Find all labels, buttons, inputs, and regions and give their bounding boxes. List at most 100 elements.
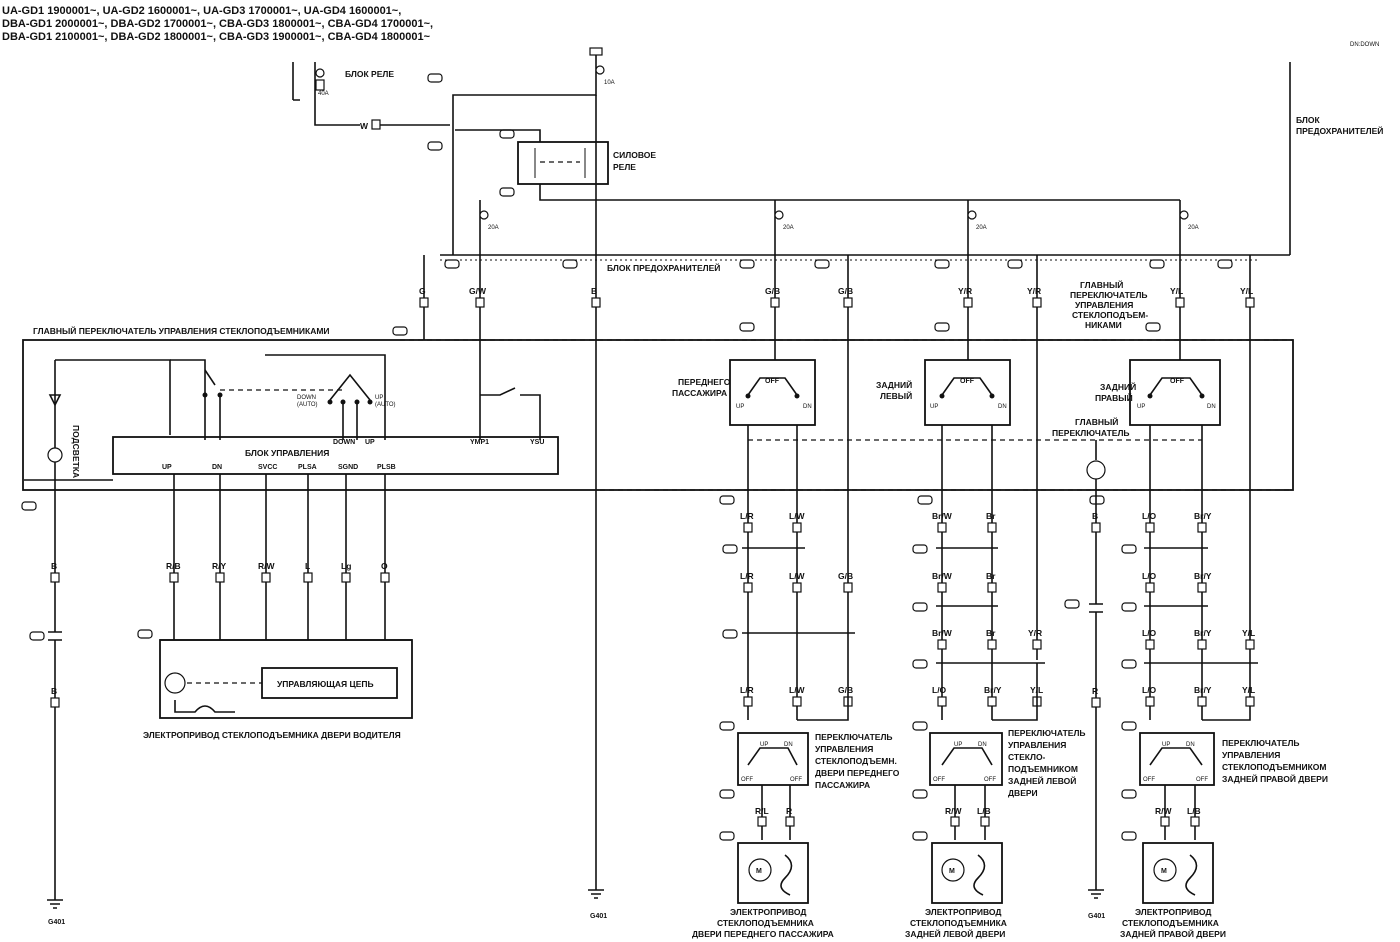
fuse-15-rating: 20A — [488, 225, 499, 231]
fuse-block-bus-label: БЛОК ПРЕДОХРАНИТЕЛЕЙ — [607, 262, 720, 273]
fp-sw-up: UP — [760, 742, 768, 748]
top-wire-labels: G G/W B G/B G/B Y/R Y/R Y/L Y/L — [419, 255, 1255, 890]
fp-b-1: L/R — [740, 571, 754, 581]
wire-top-7: Y/R — [1027, 286, 1041, 296]
main-sw-small-2: ПЕРЕКЛЮЧАТЕЛЬ — [1052, 428, 1130, 438]
fuse-18-rating: 20A — [976, 225, 987, 231]
ground-mid: G401 — [588, 889, 607, 920]
pin-plsa: PLSA — [298, 464, 317, 471]
rr-motor-label-3: ЗАДНЕЙ ПРАВОЙ ДВЕРИ — [1120, 928, 1226, 939]
rr-motor-m: M — [1161, 868, 1167, 875]
ground-driver: G401 — [48, 919, 65, 926]
fp-motor-label-2: СТЕКЛОПОДЪЕМНИКА — [717, 918, 814, 928]
internal-switches: DOWN (AUTO) UP (AUTO) DOWN UP YMP1 YSU — [170, 340, 544, 446]
rr-ground-wire: R — [1092, 686, 1098, 696]
rl-sw-up: UP — [954, 742, 962, 748]
rl-chain: Br/W Br Br/W Br Br/W Br Y/R L/O Br/Y Y/L… — [905, 498, 1086, 939]
switch-rear-left: OFF UP DN ЗАДНИЙ ЛЕВЫЙ — [876, 340, 1011, 498]
fp-sw-off-r: OFF — [790, 777, 802, 783]
fp-dn: DN — [803, 404, 812, 410]
rl-c-3: Y/R — [1028, 628, 1042, 638]
rr-dn: DN — [1207, 404, 1216, 410]
rr-motor-label-1: ЭЛЕКТРОПРИВОД — [1135, 907, 1212, 917]
wire-top-6: Y/R — [958, 286, 972, 296]
fp-sw-off-l: OFF — [741, 777, 753, 783]
rr-label-2: ПРАВЫЙ — [1095, 392, 1133, 403]
fp-label-2: ПАССАЖИРА — [672, 388, 727, 398]
rr-sw-label-2: УПРАВЛЕНИЯ — [1222, 750, 1280, 760]
fp-c-2: L/W — [789, 685, 806, 695]
rr-sw-label-4: ЗАДНЕЙ ПРАВОЙ ДВЕРИ — [1222, 773, 1328, 784]
rr-c-2: Br/Y — [1194, 628, 1212, 638]
rl-sw-label-3: СТЕКЛО- — [1008, 752, 1046, 762]
wire-driver-b: B — [51, 561, 57, 571]
fp-m-2: R — [786, 806, 792, 816]
rr-up: UP — [1137, 404, 1145, 410]
relay-block: 40A БЛОК РЕЛЕ W — [292, 62, 450, 131]
header-line-3: DBA-GD1 2100001~, DBA-GD2 1800001~, CBA-… — [2, 31, 431, 43]
rr-sw-label-1: ПЕРЕКЛЮЧАТЕЛЬ — [1222, 738, 1300, 748]
rl-sw-label-6: ДВЕРИ — [1008, 788, 1038, 798]
pin-top-ysu: YSU — [530, 439, 544, 446]
rl-a-1: Br/W — [932, 511, 953, 521]
down-auto-1: DOWN — [297, 395, 316, 401]
relay-block-label: БЛОК РЕЛЕ — [345, 69, 394, 79]
rl-label-2: ЛЕВЫЙ — [880, 390, 912, 401]
fp-b-3: G/B — [838, 571, 853, 581]
rr-sw-dn: DN — [1186, 742, 1195, 748]
fp-c-1: L/R — [740, 685, 754, 695]
backlight-label: ПОДСВЕТКА — [71, 425, 81, 478]
fuse-block-label-1: БЛОК — [1296, 115, 1320, 125]
fp-sw-dn: DN — [784, 742, 793, 748]
rl-m-2: L/B — [977, 806, 991, 816]
up-auto-2: (AUTO) — [375, 402, 396, 408]
rr-sw-label-3: СТЕКЛОПОДЪЕМНИКОМ — [1222, 762, 1327, 772]
rl-d-1: L/O — [932, 685, 947, 695]
rl-b-1: Br/W — [932, 571, 953, 581]
wire-top-5: G/B — [838, 286, 853, 296]
pin-top-up: UP — [365, 439, 375, 446]
fuse-16-rating: 20A — [1188, 225, 1199, 231]
fuse-main-rating: 10A — [604, 80, 615, 86]
rr-m-1: R/W — [1155, 806, 1173, 816]
fp-motor-label-3: ДВЕРИ ПЕРЕДНЕГО ПАССАЖИРА — [692, 929, 834, 939]
main-fuse: 10A — [427, 47, 615, 255]
wire-driver-rw: R/W — [258, 561, 276, 571]
fuse-relay-rating: 40A — [318, 91, 329, 97]
down-auto-2: (AUTO) — [297, 402, 318, 408]
up-auto-1: UP — [375, 395, 383, 401]
control-unit-label: БЛОК УПРАВЛЕНИЯ — [245, 448, 329, 458]
main-switch-right-title: ГЛАВНЫЙ ПЕРЕКЛЮЧАТЕЛЬ УПРАВЛЕНИЯ СТЕКЛОП… — [1070, 279, 1148, 330]
rr-c-3: Y/L — [1242, 628, 1255, 638]
rl-sw-off-r: OFF — [984, 777, 996, 783]
wire-top-2: G/W — [469, 286, 487, 296]
power-relay-label-2: РЕЛЕ — [613, 162, 636, 172]
rl-label-1: ЗАДНИЙ — [876, 379, 912, 390]
main-switch-title: ГЛАВНЫЙ ПЕРЕКЛЮЧАТЕЛЬ УПРАВЛЕНИЯ СТЕКЛОП… — [33, 325, 330, 336]
rr-off: OFF — [1170, 378, 1185, 385]
fp-chain: L/R L/W L/R L/W G/B L/R L/W G/B OFF OFF … — [692, 498, 900, 939]
rr-b-2: Br/Y — [1194, 571, 1212, 581]
rl-up: UP — [930, 404, 938, 410]
fuse-17-rating: 20A — [783, 225, 794, 231]
rr-c-1: L/O — [1142, 628, 1157, 638]
rr-a-1: B — [1092, 511, 1098, 521]
pin-top-down: DOWN — [333, 439, 355, 446]
rr-sw-up: UP — [1162, 742, 1170, 748]
main-sw-small-1: ГЛАВНЫЙ — [1075, 416, 1118, 427]
rl-c-2: Br — [986, 628, 996, 638]
fp-sw-label-2: УПРАВЛЕНИЯ — [815, 744, 873, 754]
fuses-row: 20A 20A 20A 20A — [479, 200, 1199, 255]
ground-mid-label: G401 — [590, 913, 607, 920]
main-switch-housing — [21, 322, 1294, 511]
wire-driver-lg: Lg — [341, 561, 351, 571]
driver-motor-label: ЭЛЕКТРОПРИВОД СТЕКЛОПОДЪЕМНИКА ДВЕРИ ВОД… — [143, 730, 401, 740]
driver-wires: B R/B R/Y R/W L Lg O B G401 — [29, 474, 390, 926]
rl-d-2: Br/Y — [984, 685, 1002, 695]
rr-d-1: L/O — [1142, 685, 1157, 695]
wire-top-3: B — [591, 286, 597, 296]
wire-top-4: G/B — [765, 286, 780, 296]
ground-rr-label: G401 — [1088, 913, 1105, 920]
rr-a-2: L/O — [1142, 511, 1157, 521]
pin-top-ymp1: YMP1 — [470, 439, 489, 446]
